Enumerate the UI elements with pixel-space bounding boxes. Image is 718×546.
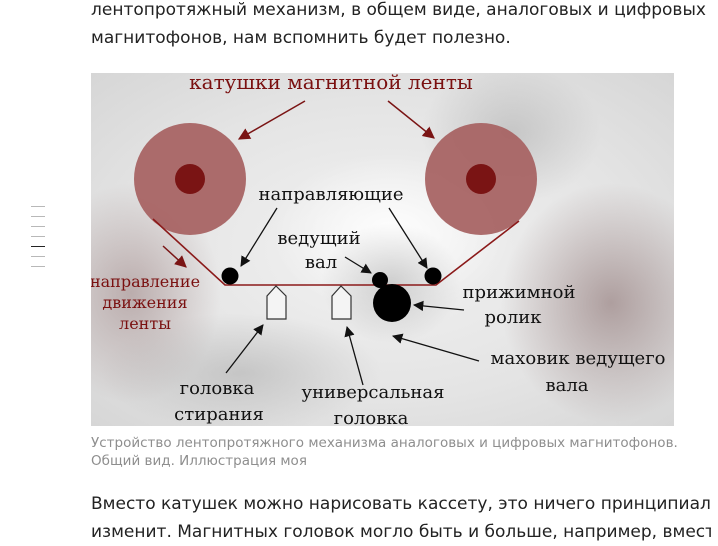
label-direction-line2: движения <box>102 293 187 312</box>
right-reel <box>425 123 537 235</box>
label-flywheel-line2: вала <box>545 375 588 396</box>
label-pinch-line1: прижимной <box>463 282 576 303</box>
para-top-line-2: магнитофонов, нам вспомнить будет полезн… <box>91 28 511 48</box>
label-erase-line1: головка <box>180 378 255 399</box>
table-of-contents-nav[interactable] <box>31 206 47 276</box>
toc-marker[interactable] <box>31 256 45 257</box>
left-guide <box>221 267 239 285</box>
para-bottom-line-1: Вместо катушек можно нарисовать кассету,… <box>91 494 711 514</box>
toc-marker[interactable] <box>31 236 45 237</box>
label-guides: направляющие <box>259 184 404 205</box>
universal-head <box>331 285 352 320</box>
left-reel <box>134 123 246 235</box>
para-top-line-1: лентопротяжный механизм, в общем виде, а… <box>91 0 706 20</box>
label-direction-line1: направление <box>91 272 200 291</box>
label-pinch-line2: ролик <box>484 307 542 328</box>
article-paragraph-bottom: Вместо катушек можно нарисовать кассету,… <box>91 490 711 546</box>
label-direction-line3: ленты <box>119 314 171 333</box>
tape-path <box>152 218 520 286</box>
label-universal-line1: универсальная <box>301 382 444 403</box>
toc-marker-active[interactable] <box>31 246 45 247</box>
tape-mechanism-illustration: катушки магнитной ленты направляющие вед… <box>91 73 674 426</box>
label-reels: катушки магнитной ленты <box>189 73 473 94</box>
toc-marker[interactable] <box>31 206 45 207</box>
label-erase-line2: стирания <box>174 404 264 425</box>
article-paragraph-top: лентопротяжный механизм, в общем виде, а… <box>91 0 711 52</box>
right-guide <box>424 267 442 285</box>
label-flywheel-line1: маховик ведущего <box>491 348 666 369</box>
para-bottom-line-2: изменит. Магнитных головок могло быть и … <box>91 522 711 542</box>
label-universal-line2: головка <box>334 408 409 426</box>
toc-marker[interactable] <box>31 216 45 217</box>
toc-marker[interactable] <box>31 226 45 227</box>
label-capstan-line1: ведущий <box>277 228 360 249</box>
tape-mechanism-diagram: катушки магнитной ленты направляющие вед… <box>91 73 674 426</box>
pinch-roller <box>373 284 411 322</box>
capstan <box>372 272 388 288</box>
toc-marker[interactable] <box>31 266 45 267</box>
label-capstan-line2: вал <box>305 252 337 273</box>
erase-head <box>266 285 287 320</box>
figure-caption: Устройство лентопротяжного механизма ана… <box>91 435 678 469</box>
